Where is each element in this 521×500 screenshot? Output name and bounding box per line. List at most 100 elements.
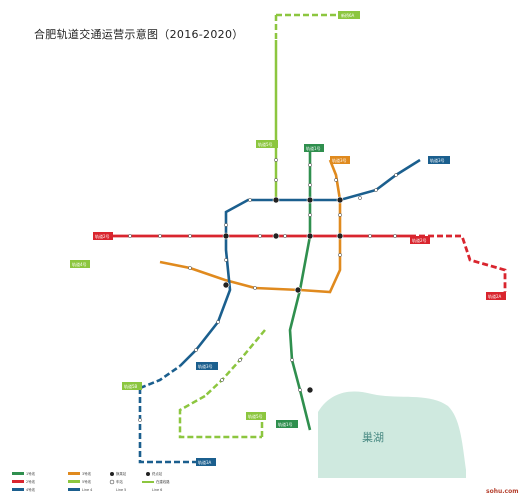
station: [238, 358, 242, 362]
interchange-station: [222, 281, 230, 289]
label-2w-text: 轨道2号: [95, 233, 110, 239]
station: [308, 213, 312, 217]
legend-symbol: [110, 472, 114, 476]
legend-item: 在建线路: [156, 479, 170, 484]
station: [393, 234, 397, 238]
label-2a-text: 轨道2A: [488, 293, 502, 299]
line-3: [159, 159, 342, 294]
legend-item: 终点站: [152, 471, 163, 476]
watermark-logo: sohu.com: [486, 488, 518, 495]
legend-swatch: [68, 488, 80, 491]
station: [338, 213, 342, 217]
label-2e-text: 轨道2号: [412, 237, 427, 243]
legend-item: 4号线: [26, 487, 36, 492]
interchange-station: [336, 196, 344, 204]
station: [224, 258, 228, 262]
station: [368, 234, 372, 238]
station: [224, 223, 228, 227]
station: [216, 320, 220, 324]
station: [274, 178, 278, 182]
interchange-station: [272, 196, 280, 204]
label-1s: [276, 420, 298, 428]
label-5s-text: 轨道5号: [248, 413, 263, 419]
label-1n-text: 轨道1号: [306, 145, 321, 151]
station: [290, 358, 294, 362]
label-5b-text: 轨道5B: [124, 383, 138, 389]
label-1n: [304, 144, 324, 152]
station: [158, 234, 162, 238]
station: [283, 234, 287, 238]
label-3a: [196, 458, 216, 466]
legend-swatch: [12, 480, 24, 483]
legend-swatch: [12, 472, 24, 475]
station: [128, 234, 132, 238]
interchange-station: [306, 196, 314, 204]
line-5: [178, 13, 340, 439]
station: [194, 348, 198, 352]
label-3e-text: 轨道3号: [430, 157, 445, 163]
label-5n-text: 轨道5号: [258, 141, 273, 147]
label-3n-text: 轨道3号: [332, 157, 347, 163]
station: [248, 198, 252, 202]
legend-swatch: [142, 481, 154, 483]
station: [298, 388, 302, 392]
station: [253, 286, 257, 290]
station: [394, 173, 398, 177]
legend-item: 车站: [116, 479, 123, 484]
legend-item: 1号线: [26, 471, 36, 476]
label-6a-text: 新桥6A: [341, 12, 355, 18]
station: [334, 178, 338, 182]
legend-item: 3号线: [82, 471, 92, 476]
label-2a: [486, 292, 506, 300]
station: [308, 163, 312, 167]
station: [338, 253, 342, 257]
legend-swatch: [12, 488, 24, 491]
station: [374, 188, 378, 192]
legend-item: 换乘站: [116, 471, 127, 476]
lake-label: 巢湖: [362, 431, 384, 444]
interchange-station: [336, 232, 344, 240]
label-4w-text: 轨道4号: [72, 261, 87, 267]
interchange-station: [272, 232, 280, 240]
stations: [128, 158, 398, 422]
label-2e: [410, 236, 430, 244]
station: [358, 196, 362, 200]
label-4s-text: 轨道3号: [198, 363, 213, 369]
station: [220, 378, 224, 382]
station: [138, 418, 142, 422]
label-1s-text: 轨道1号: [278, 421, 293, 427]
label-5n: [256, 140, 278, 148]
legend: 1号线 2号线 4号线 3号线 5号线 Line 4 换乘站 车站 终点站 在建…: [12, 471, 170, 492]
label-3n: [330, 156, 350, 164]
label-4s: [196, 362, 218, 370]
label-3a-text: 轨道3A: [198, 459, 212, 465]
interchange-station: [306, 386, 314, 394]
legend-item: 2号线: [26, 479, 36, 484]
station: [274, 158, 278, 162]
interchange-station: [294, 286, 302, 294]
map-title: 合肥轨道交通运营示意图（2016-2020）: [34, 28, 244, 41]
legend-item: 5号线: [82, 479, 92, 484]
station: [188, 266, 192, 270]
label-3e: [428, 156, 450, 164]
interchange-station: [222, 232, 230, 240]
legend-swatch: [68, 472, 80, 475]
line-4: [138, 158, 421, 464]
legend-item: Line 4: [82, 488, 92, 492]
legend-item: Line 6: [152, 488, 162, 492]
station: [308, 183, 312, 187]
legend-item: Line 5: [116, 488, 126, 492]
label-5s: [246, 412, 266, 420]
interchanges: [222, 196, 344, 394]
line-1: [288, 150, 312, 431]
label-2w: [93, 232, 113, 240]
legend-swatch: [68, 480, 80, 483]
interchange-station: [306, 232, 314, 240]
station: [188, 234, 192, 238]
legend-symbol: [109, 479, 115, 485]
label-4w: [70, 260, 90, 268]
label-6a: [338, 11, 360, 19]
station: [258, 234, 262, 238]
